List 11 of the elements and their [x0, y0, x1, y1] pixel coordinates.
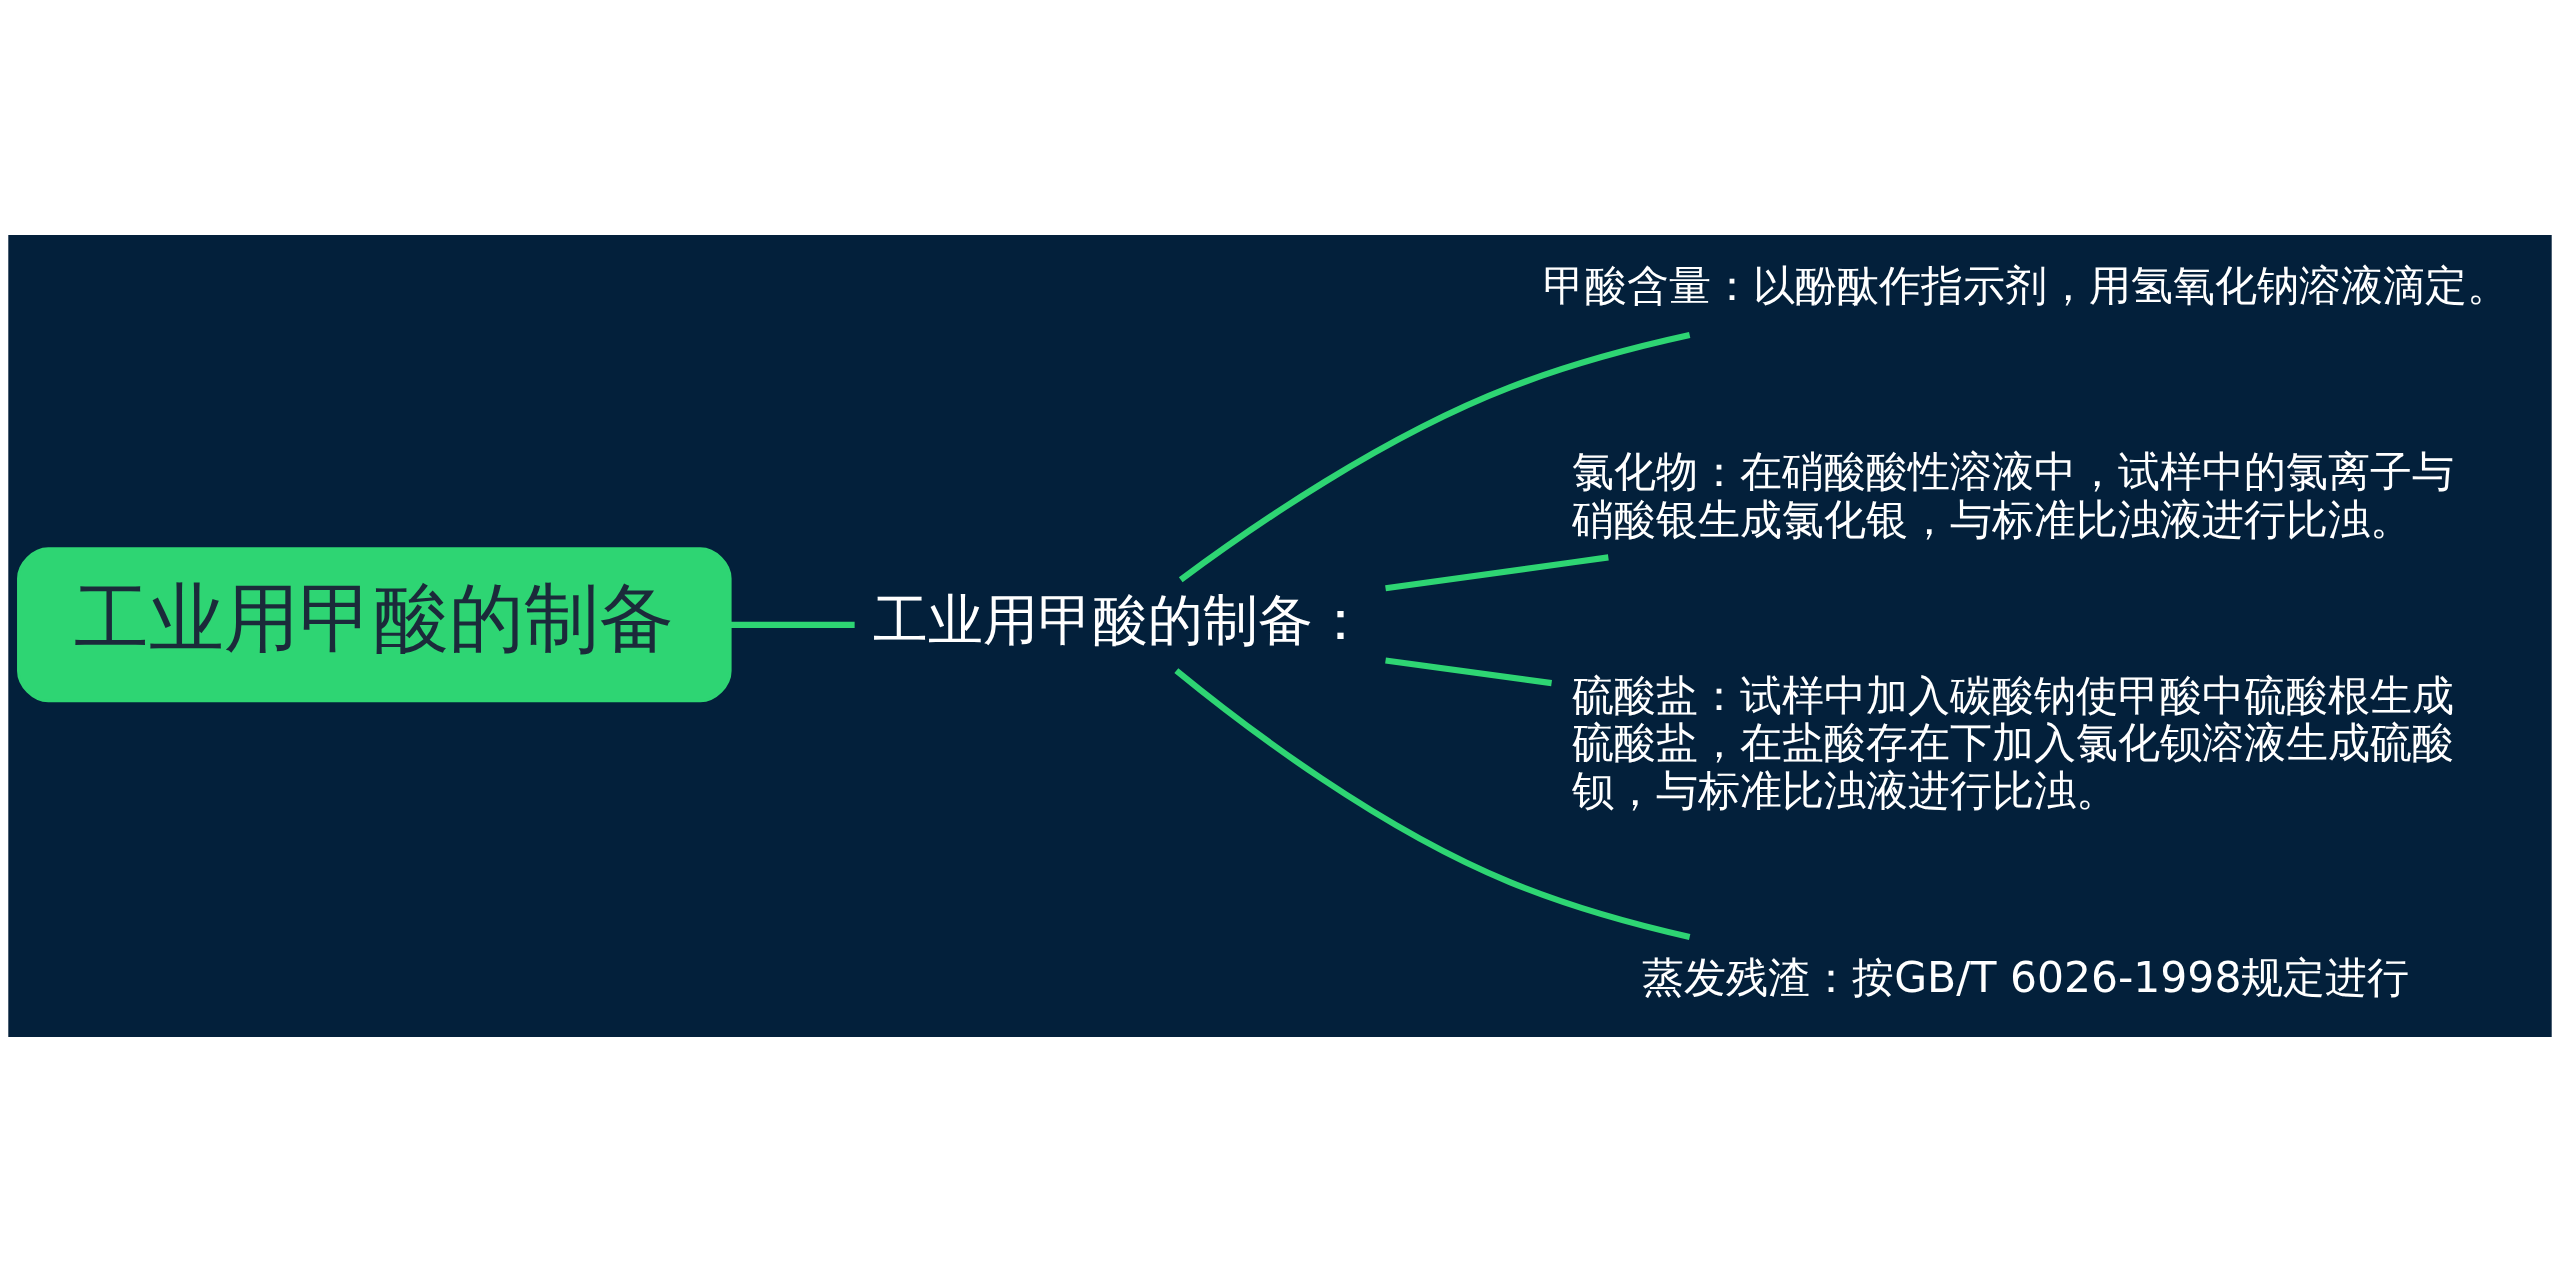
node-text: 蒸发残渣：按GB/T 6026-1998规定进行 — [1642, 952, 2410, 1002]
connector — [730, 621, 855, 628]
node-text: 甲酸含量：以酚酞作指示剂，用氢氧化钠溶液滴定。 — [1542, 260, 2509, 310]
connector — [1385, 656, 1552, 686]
connector — [1178, 331, 1691, 582]
node-text: 工业用甲酸的制备： — [872, 587, 1368, 652]
node-text: 硫酸盐：试样中加入碳酸钠使甲酸中硫酸根生成硫酸盐，在盐酸存在下加入氯化钡溶液生成硫酸钡，与标准比浊液进行比浊。 — [1572, 670, 2455, 815]
connector — [1385, 553, 1609, 591]
node-box: 工业用甲酸的制备 — [17, 546, 732, 702]
node-text: 氯化物：在硝酸酸性溶液中，试样中的氯离子与硝酸银生成氯化银，与标准比浊液进行比浊。 — [1572, 446, 2455, 544]
connector — [1174, 667, 1691, 940]
